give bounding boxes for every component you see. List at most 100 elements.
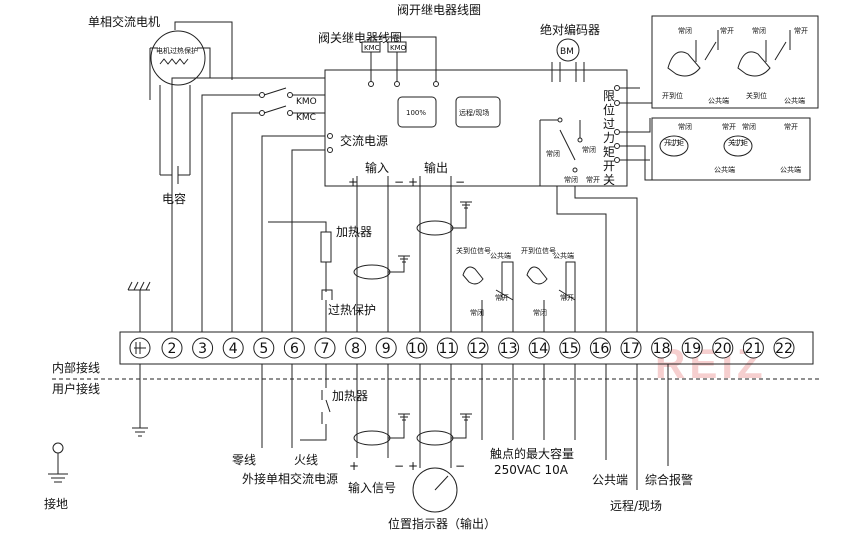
svg-text:常闭: 常闭 <box>546 149 560 158</box>
terminal-11 <box>436 337 458 359</box>
svg-text:常开: 常开 <box>722 122 736 131</box>
overheat-label: 过热保护 <box>328 303 376 317</box>
terminal-6 <box>283 337 305 359</box>
svg-text:100%: 100% <box>406 109 426 117</box>
contact-capacity-label: 触点的最大容量 <box>490 446 574 461</box>
percent-display <box>397 96 437 128</box>
motor-overheat-label: 电机过热保护 <box>156 46 198 55</box>
ground-label: 接地 <box>44 496 68 511</box>
svg-text:−: − <box>394 175 404 189</box>
svg-text:公共端: 公共端 <box>490 251 511 260</box>
alarm-label: 综合报警 <box>645 472 693 487</box>
controller-box <box>324 69 628 187</box>
remote-local-box <box>455 96 501 128</box>
terminal-19 <box>681 337 703 359</box>
neutral-label: 零线 <box>232 453 256 467</box>
ac-power-label: 交流电源 <box>340 133 388 148</box>
svg-text:+: + <box>408 459 418 473</box>
terminal-label-2: 2 <box>168 341 177 357</box>
terminal-14 <box>528 337 550 359</box>
svg-text:开过力矩: 开过力矩 <box>664 138 684 147</box>
terminal-label-14: 14 <box>530 341 548 357</box>
terminal-strip <box>119 331 814 365</box>
remote-local-label: 远程/现场 <box>610 498 662 513</box>
svg-text:常闭: 常闭 <box>533 308 547 317</box>
svg-text:+: + <box>349 459 359 473</box>
svg-text:常闭: 常闭 <box>752 26 766 35</box>
capacitor-label: 电容 <box>162 191 186 206</box>
svg-text:关到位: 关到位 <box>746 91 767 100</box>
terminal-label-7: 7 <box>321 341 330 357</box>
terminal-7 <box>314 337 336 359</box>
user-wiring-label: 用户接线 <box>52 381 100 396</box>
svg-text:公共端: 公共端 <box>553 251 574 260</box>
terminal-label-5: 5 <box>259 341 268 357</box>
svg-text:常开: 常开 <box>560 293 574 302</box>
terminal-label-17: 17 <box>622 341 640 357</box>
terminal-3 <box>192 337 214 359</box>
terminal-5 <box>253 337 275 359</box>
position-indicator-label: 位置指示器（输出） <box>388 516 496 531</box>
terminal-label-9: 9 <box>382 341 391 357</box>
input-label: 输入 <box>365 160 389 175</box>
limit-switch-box <box>651 15 819 109</box>
input-signal-label: 输入信号 <box>348 480 396 495</box>
heater-user <box>321 390 331 424</box>
open-relay-coil-label: 阀开继电器线圈 <box>397 3 481 17</box>
svg-text:常闭: 常闭 <box>678 26 692 35</box>
output-label: 输出 <box>424 160 448 175</box>
svg-text:开到位: 开到位 <box>662 91 683 100</box>
svg-text:常闭: 常闭 <box>564 175 578 184</box>
heater-label: 加热器 <box>336 225 372 239</box>
terminal-4 <box>222 337 244 359</box>
svg-text:加热器: 加热器 <box>332 389 368 403</box>
svg-text:常闭: 常闭 <box>582 145 596 154</box>
svg-text:公共端: 公共端 <box>714 165 735 174</box>
terminal-18 <box>651 337 673 359</box>
svg-text:+: + <box>408 175 418 189</box>
svg-text:关到位信号: 关到位信号 <box>456 246 491 255</box>
svg-text:远程/现场: 远程/现场 <box>459 108 489 117</box>
public-terminal-label: 公共端 <box>592 473 628 487</box>
kmc-coil: KMC <box>364 44 380 52</box>
kmo-coil: KMO <box>390 44 407 52</box>
ground-icon-top <box>127 281 151 291</box>
contact-capacity-value: 250VAC 10A <box>494 463 569 477</box>
terminal-label-4: 4 <box>229 341 238 357</box>
terminal-12 <box>467 337 489 359</box>
svg-text:−: − <box>394 459 404 473</box>
svg-text:常开: 常开 <box>495 293 509 302</box>
svg-text:过: 过 <box>603 117 615 131</box>
svg-text:开到位信号: 开到位信号 <box>521 246 556 255</box>
svg-text:−: − <box>455 459 465 473</box>
encoder-icon <box>556 38 580 62</box>
svg-text:−: − <box>455 175 465 189</box>
external-ac-label: 外接单相交流电源 <box>242 471 338 486</box>
terminal-15 <box>559 337 581 359</box>
svg-text:常闭: 常闭 <box>742 122 756 131</box>
svg-text:公共端: 公共端 <box>784 96 805 105</box>
terminal-label-21: 21 <box>744 341 762 357</box>
terminal-label-3: 3 <box>198 341 207 357</box>
terminal-16 <box>589 337 611 359</box>
svg-text:关过力矩: 关过力矩 <box>728 138 748 147</box>
terminal-label-6: 6 <box>290 341 299 357</box>
terminal-label-15: 15 <box>561 341 579 357</box>
terminal-2 <box>161 337 183 359</box>
internal-wiring-label: 内部接线 <box>52 360 100 375</box>
svg-text:常开: 常开 <box>720 26 734 35</box>
kmc-label: KMC <box>296 113 316 123</box>
close-relay-coil-label: 阀关继电器线圈 <box>318 31 402 45</box>
svg-text:关: 关 <box>603 173 615 187</box>
terminal-13 <box>498 337 520 359</box>
svg-text:BM: BM <box>560 47 574 57</box>
motor-label: 单相交流电机 <box>88 14 160 29</box>
svg-text:矩: 矩 <box>603 145 615 159</box>
terminal-10 <box>406 337 428 359</box>
motor-icon <box>150 30 206 86</box>
torque-switch-box <box>651 117 811 181</box>
svg-text:公共端: 公共端 <box>780 165 801 174</box>
terminal-label-11: 11 <box>438 341 456 357</box>
terminal-label-13: 13 <box>500 341 518 357</box>
